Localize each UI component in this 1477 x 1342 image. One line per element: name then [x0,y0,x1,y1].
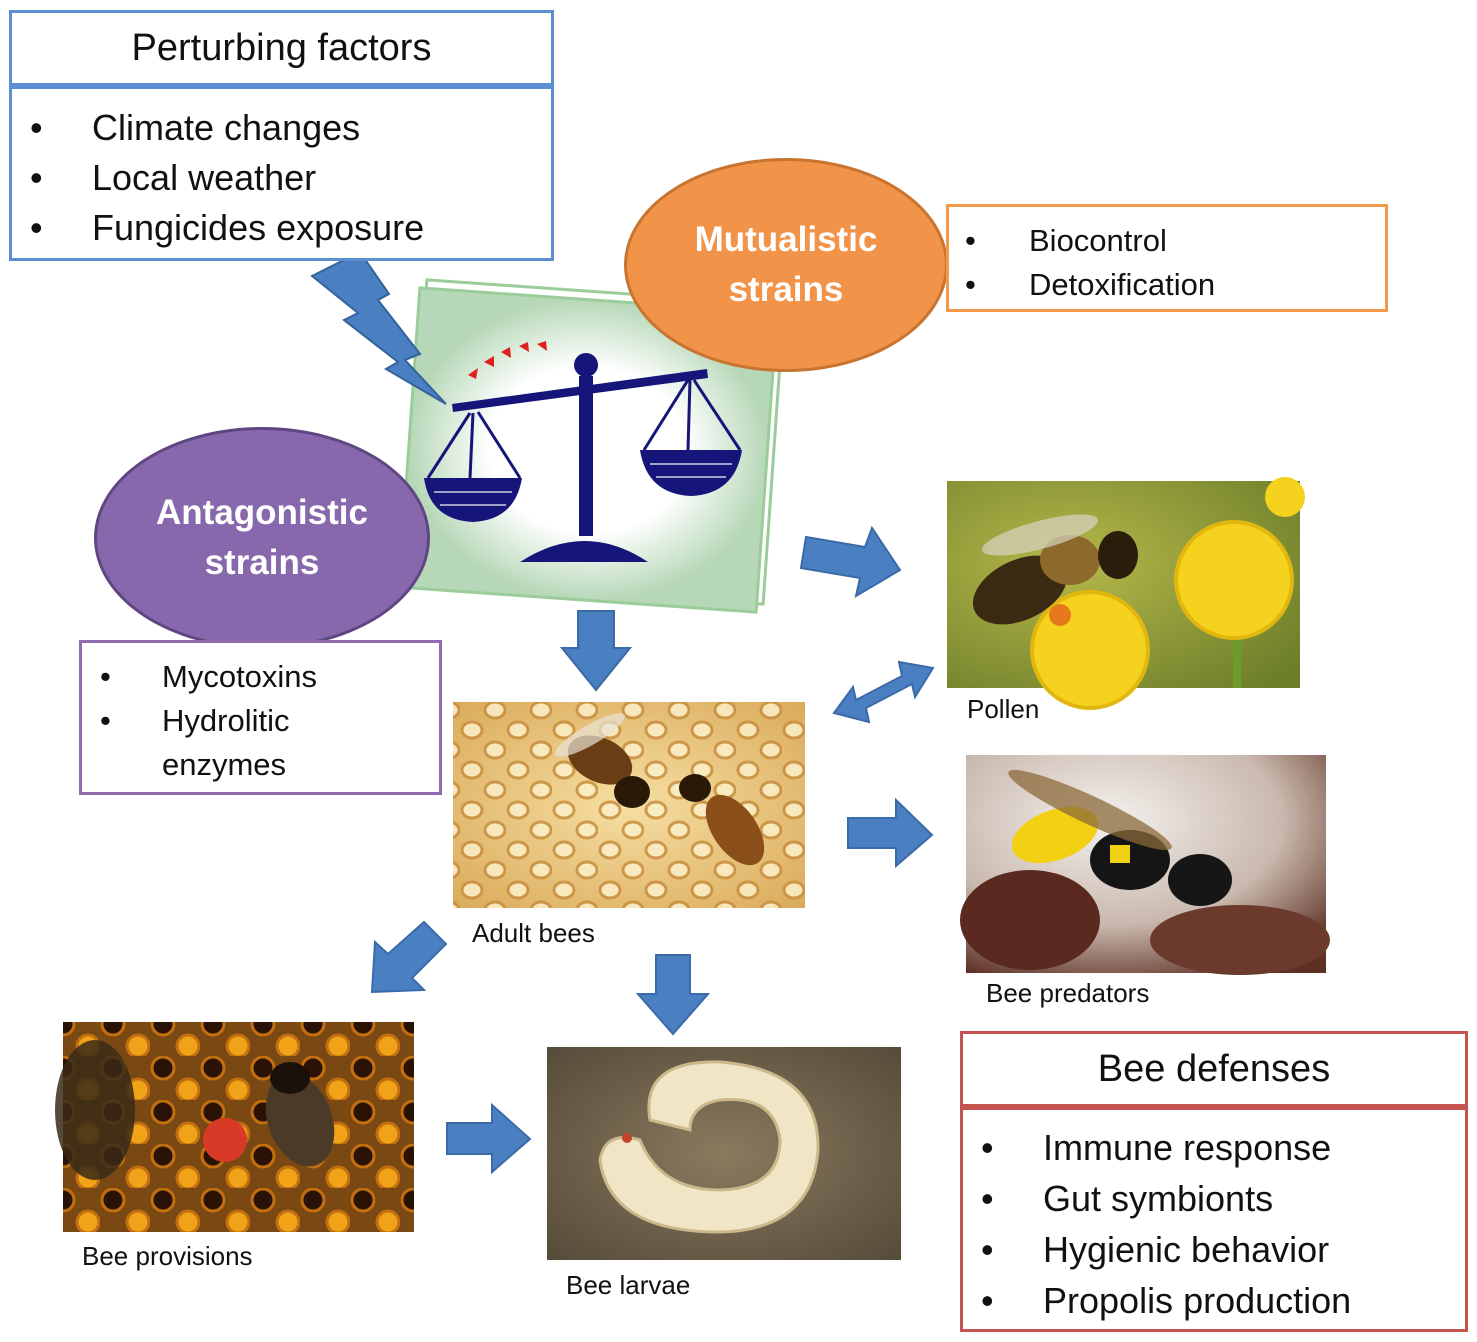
antagonistic-strains-ellipse: Antagonistic strains [94,427,430,649]
list-item: • Hydrolitic [100,699,439,743]
item-label: enzymes [162,747,287,782]
balance-scale-image [397,278,786,614]
arrow-provisions-to-larvae [446,1102,532,1175]
bee-predators-photo [960,755,1330,975]
item-label: Propolis production [1043,1280,1352,1321]
arrow-adult-bees-pollen [832,660,935,724]
item-label: Mycotoxins [162,659,318,694]
list-item: • Mycotoxins [100,655,439,699]
perturbing-factors-title: Perturbing factors [9,10,554,86]
arrow-to-adult-bees [559,610,633,692]
antagonistic-label-line1: Antagonistic [156,493,368,532]
lightning-bolt-icon [310,250,447,405]
bullet: • [100,703,111,738]
mutualistic-effects-list: • Biocontrol • Detoxification [946,204,1388,312]
bee-defenses-title: Bee defenses [960,1031,1468,1107]
antagonistic-effects-list: • Mycotoxins • Hydrolitic enzymes [79,640,442,795]
list-item: • Local weather [30,153,551,203]
arrow-to-predators [847,797,934,869]
antagonistic-label-line2: strains [204,543,320,582]
list-item: enzymes [100,743,439,787]
list-item: • Propolis production [981,1275,1465,1326]
bee-provisions-photo [55,1022,414,1232]
bee-predators-caption: Bee predators [986,978,1150,1008]
tilt-indicator-icon [468,341,547,379]
bullet: • [965,223,976,258]
bullet: • [981,1229,994,1270]
item-label: Climate changes [92,107,361,148]
item-label: Gut symbionts [1043,1178,1274,1219]
bullet: • [981,1127,994,1168]
bullet: • [981,1178,994,1219]
item-label: Local weather [92,157,317,198]
bee-larvae-photo [547,1047,901,1260]
bullet: • [981,1280,994,1321]
arrow-to-provisions [370,920,448,994]
mutualistic-strains-ellipse: Mutualistic strains [624,158,948,372]
item-label: Detoxification [1029,267,1216,302]
bullet: • [30,157,43,198]
item-label: Fungicides exposure [92,207,425,248]
list-item: • Climate changes [30,103,551,153]
arrow-to-pollen [799,525,902,599]
bullet: • [30,107,43,148]
bullet: • [965,267,976,302]
list-item: • Gut symbionts [981,1173,1465,1224]
adult-bees-caption: Adult bees [472,918,595,948]
bullet: • [100,659,111,694]
bee-larvae-caption: Bee larvae [566,1270,691,1300]
item-label: Biocontrol [1029,223,1167,258]
list-item: • Hygienic behavior [981,1224,1465,1275]
perturbing-factors-list: • Climate changes • Local weather • Fungici… [9,86,554,261]
pollen-photo [947,477,1305,710]
pollen-caption: Pollen [967,694,1040,724]
adult-bees-photo [453,702,805,908]
list-item: • Fungicides exposure [30,203,551,253]
bee-defenses-list: • Immune response • Gut symbionts • Hygieni… [960,1107,1468,1332]
mutualistic-label-line2: strains [728,270,844,309]
list-item: • Biocontrol [965,219,1385,263]
item-label: Hydrolitic [162,703,290,738]
arrow-to-larvae [635,954,711,1036]
item-label: Hygienic behavior [1043,1229,1330,1270]
list-item: • Detoxification [965,263,1385,307]
list-item: • Immune response [981,1122,1465,1173]
bee-provisions-caption: Bee provisions [82,1241,253,1271]
bullet: • [30,207,43,248]
scale-icon [424,353,742,562]
mutualistic-label-line1: Mutualistic [694,220,878,259]
item-label: Immune response [1043,1127,1332,1168]
